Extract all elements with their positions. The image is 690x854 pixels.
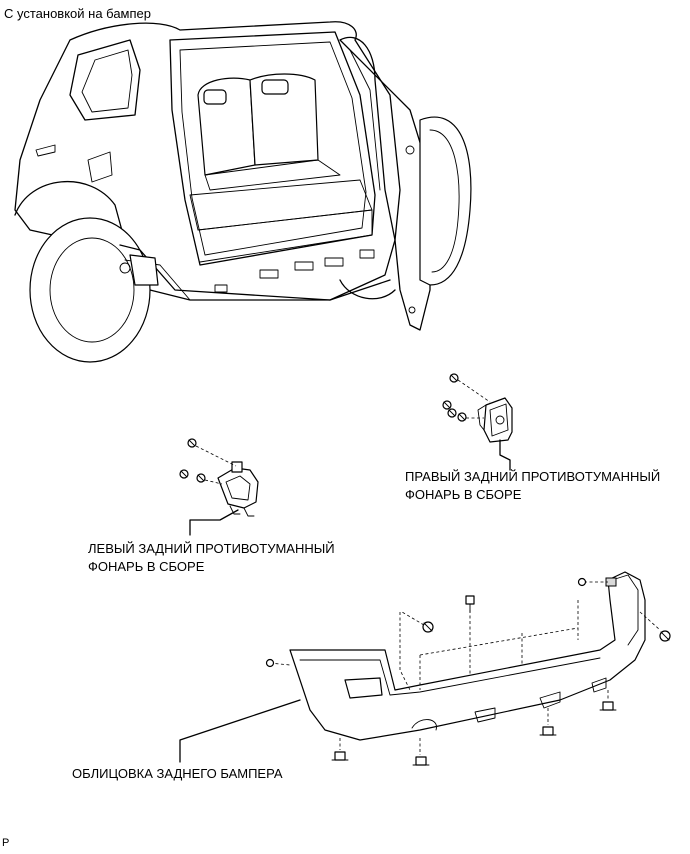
clip-icon — [331, 701, 617, 766]
bolt-icon — [401, 611, 434, 633]
vehicle-rear-illustration — [14, 21, 472, 363]
screw-icon — [187, 438, 237, 467]
right-fog-lamp-label-line1: ПРАВЫЙ ЗАДНИЙ ПРОТИВОТУМАННЫЙ — [405, 469, 661, 484]
left-fog-lamp-assembly — [179, 438, 259, 536]
right-fog-lamp-label-line2: ФОНАРЬ В СБОРЕ — [405, 487, 522, 502]
bumper-leader-line — [179, 699, 301, 763]
screw-icon — [265, 577, 587, 668]
screw-icon — [179, 469, 223, 485]
screw-icon — [442, 400, 484, 422]
right-fog-lamp-assembly — [442, 373, 513, 471]
footer-code: P — [2, 837, 10, 849]
bolt-icon — [659, 630, 671, 642]
screw-icon — [449, 373, 491, 403]
left-fog-lamp-label-line2: ФОНАРЬ В СБОРЕ — [88, 559, 205, 574]
rear-bumper-cover — [269, 571, 661, 755]
page-title: С установкой на бампер — [4, 6, 151, 21]
bolt-icon — [465, 595, 475, 613]
bumper-cover-label: ОБЛИЦОВКА ЗАДНЕГО БАМПЕРА — [72, 766, 283, 781]
left-fog-lamp-label-line1: ЛЕВЫЙ ЗАДНИЙ ПРОТИВОТУМАННЫЙ — [88, 541, 335, 556]
